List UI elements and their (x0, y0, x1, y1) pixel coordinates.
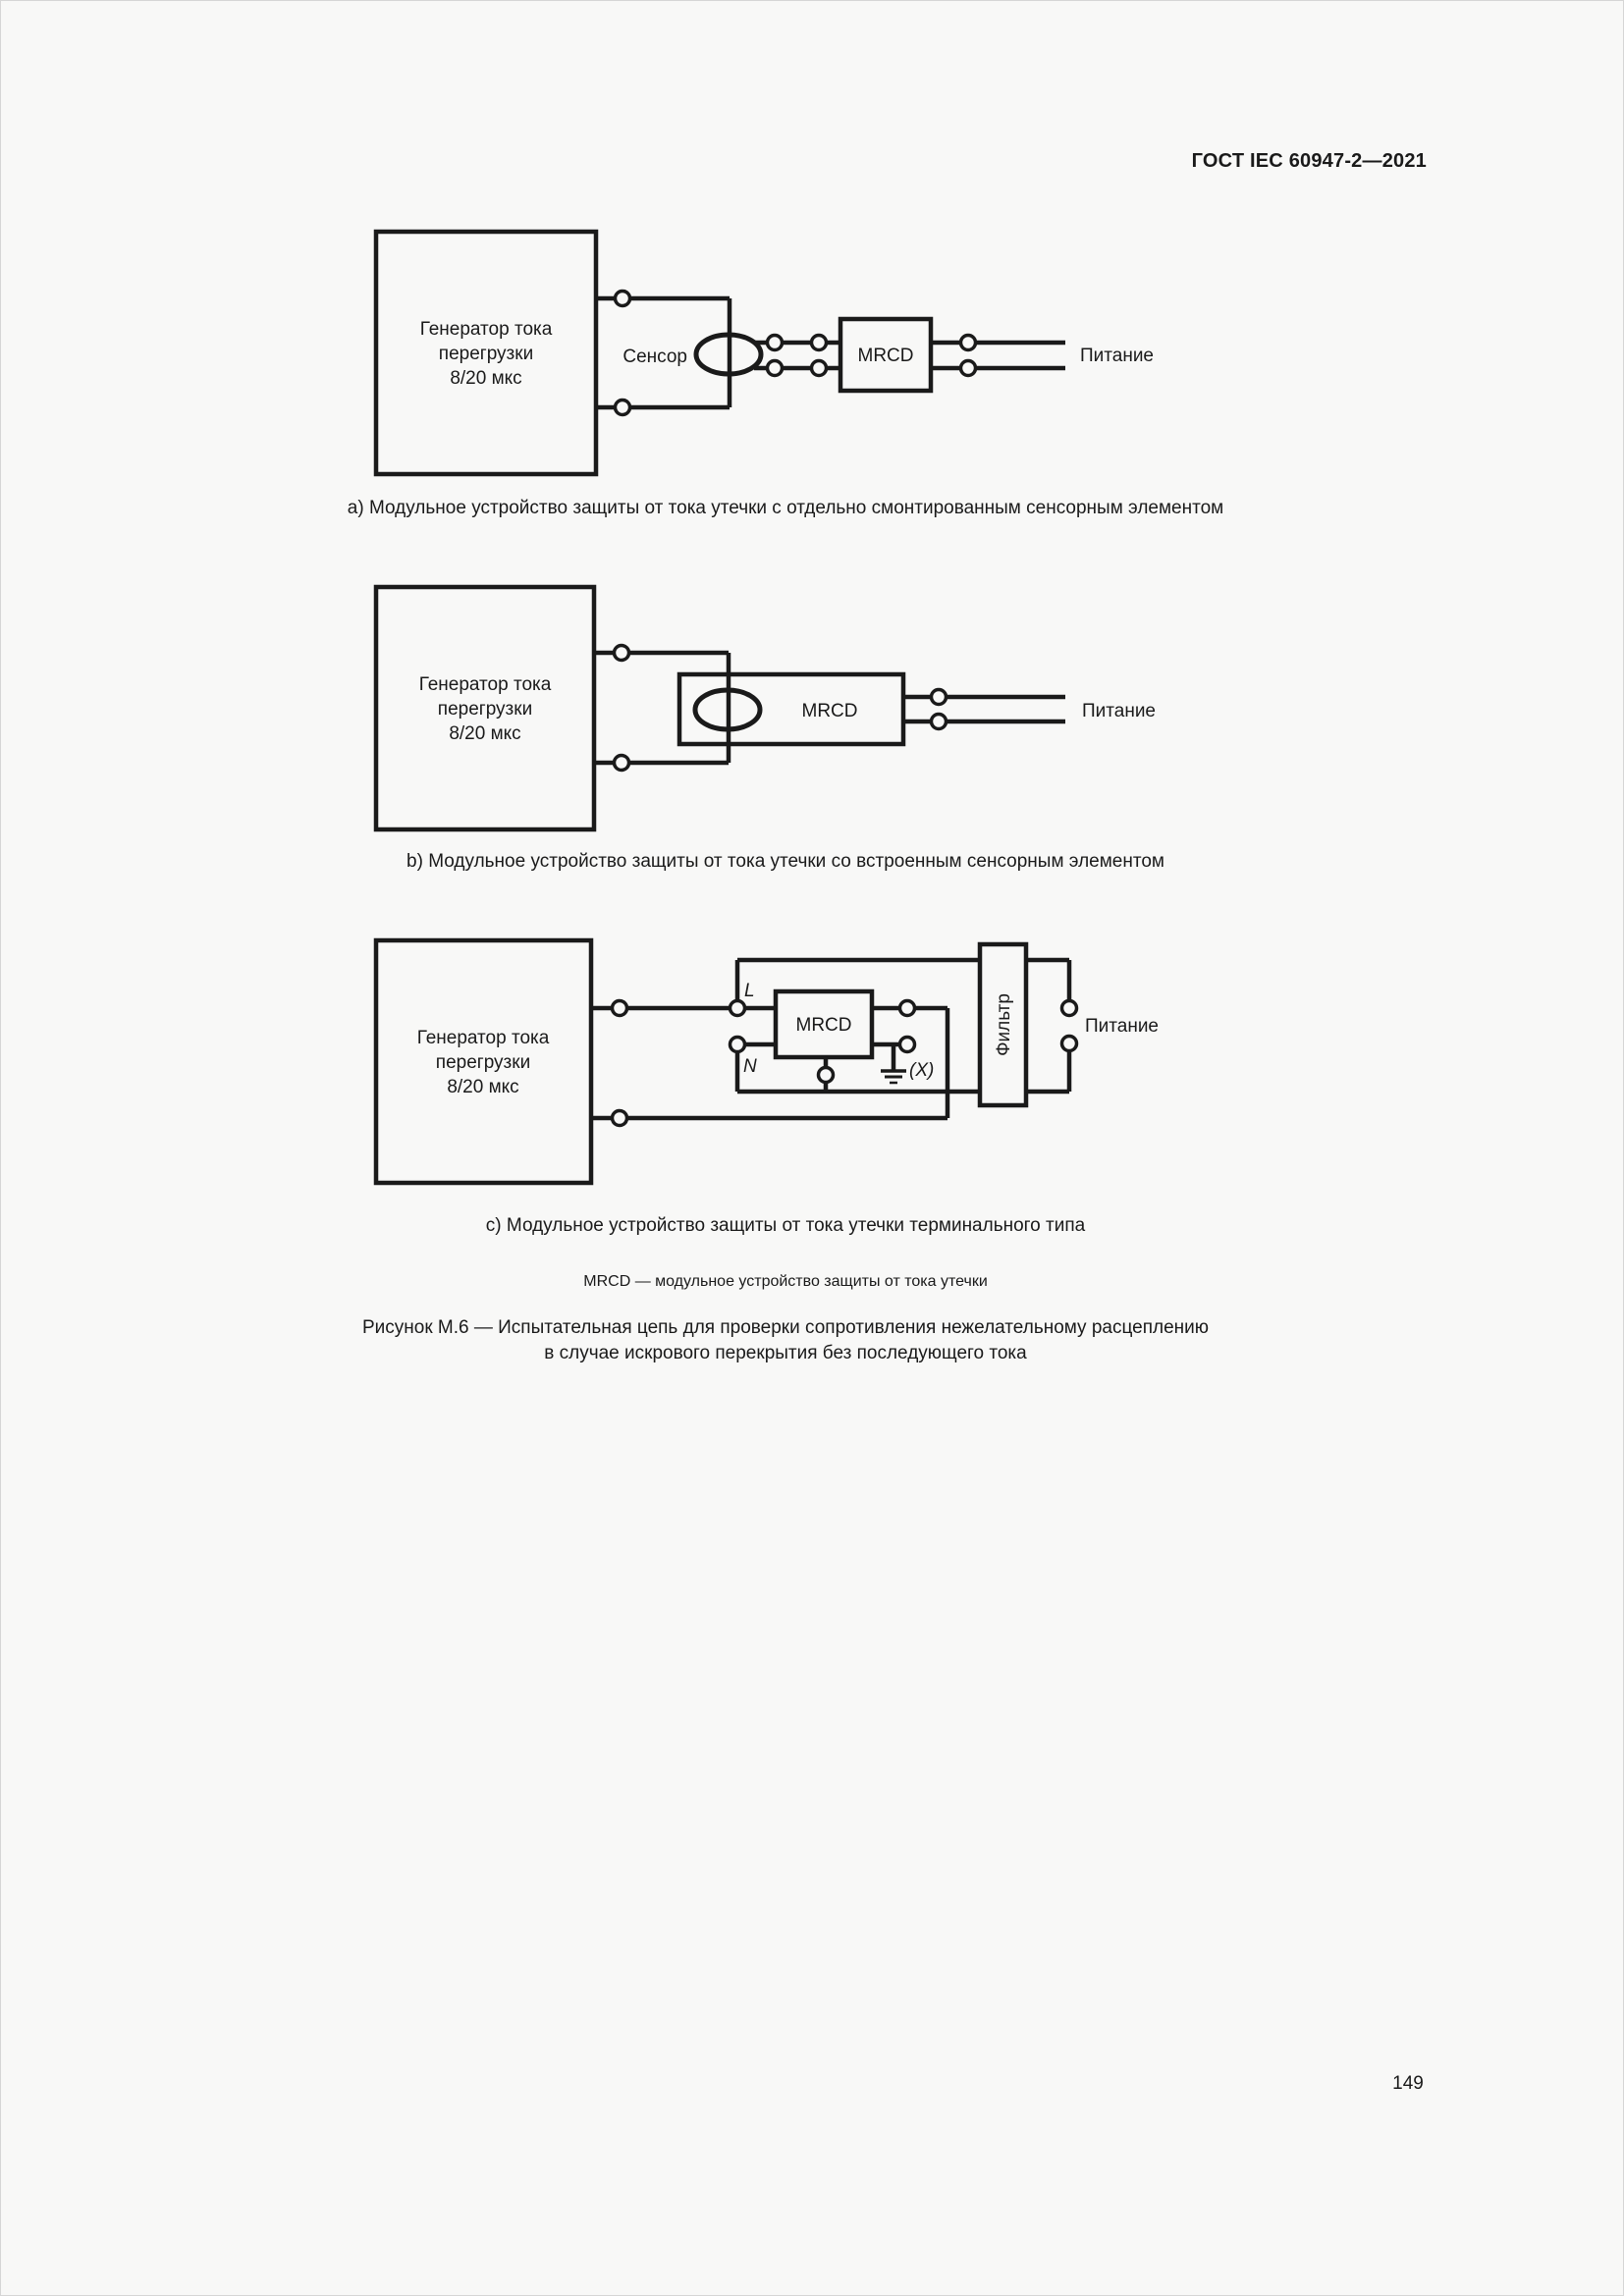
figure-caption-line2: в случае искрового перекрытия без послед… (544, 1343, 1027, 1363)
neutral-terminal-label: N (743, 1056, 757, 1077)
terminals (613, 289, 978, 417)
mrcd-label: MRCD (802, 701, 858, 721)
diagram-b: Генератор тока перегрузки 8/20 мкс MRCD … (373, 584, 1156, 832)
terminal (765, 358, 785, 378)
mrcd-box (838, 316, 934, 394)
generator-label-line1: Генератор тока (420, 319, 553, 340)
terminal (1059, 998, 1079, 1018)
terminal-N (728, 1035, 747, 1054)
filter-box (977, 941, 1029, 1108)
caption-c: c) Модульное устройство защиты от тока у… (485, 1215, 1086, 1236)
generator-box (373, 584, 597, 832)
terminals (612, 643, 948, 773)
wire (596, 295, 1065, 410)
terminal (610, 998, 629, 1018)
figure-caption-line1: Рисунок М.6 — Испытательная цепь для про… (361, 1317, 1210, 1338)
terminal (612, 753, 631, 773)
generator-label-line3: 8/20 мкс (449, 723, 520, 744)
diagram-c: Генератор тока перегрузки 8/20 мкс L N (… (373, 937, 1159, 1186)
terminal-L (728, 998, 747, 1018)
page-header-title: ГОСТ IEC 60947-2—2021 (1191, 150, 1427, 172)
generator-label-line3: 8/20 мкс (447, 1077, 518, 1097)
page-number: 149 (1392, 2073, 1424, 2094)
terminal (929, 712, 948, 731)
generator-label-line1: Генератор тока (417, 1028, 550, 1048)
terminal (613, 289, 632, 308)
mrcd-box (677, 671, 906, 747)
generator-box (373, 229, 599, 477)
generator-label-line2: перегрузки (439, 344, 533, 364)
x-terminal-label: (X) (909, 1060, 934, 1081)
caption-a: a) Модульное устройство защиты от тока у… (347, 498, 1224, 518)
line-terminal-label: L (744, 981, 755, 1001)
terminal (897, 1035, 917, 1054)
terminal (929, 687, 948, 707)
mrcd-box (773, 988, 875, 1060)
terminal (765, 333, 785, 352)
power-label: Питание (1085, 1016, 1159, 1037)
filter-label: Фильтр (994, 993, 1014, 1056)
terminals (610, 998, 1079, 1128)
caption-b: b) Модульное устройство защиты от тока у… (406, 851, 1164, 872)
terminal (897, 998, 917, 1018)
figure-caption: Рисунок М.6 — Испытательная цепь для про… (133, 1315, 1438, 1366)
mrcd-label: MRCD (796, 1015, 852, 1036)
ground-icon (881, 1069, 906, 1085)
terminal (816, 1065, 836, 1085)
sensor-toroid-icon (692, 687, 763, 732)
mrcd-label: MRCD (858, 346, 914, 366)
generator-label-line2: перегрузки (436, 1052, 530, 1073)
wire (594, 650, 1065, 766)
generator-label-line2: перегрузки (438, 699, 532, 720)
diagram-a: Генератор тока перегрузки 8/20 мкс Сенсо… (373, 229, 1154, 477)
terminal (809, 358, 829, 378)
terminal (612, 643, 631, 663)
terminal (958, 333, 978, 352)
terminal (958, 358, 978, 378)
terminal (809, 333, 829, 352)
figure-legend: MRCD — модульное устройство защиты от то… (583, 1273, 988, 1290)
terminal (610, 1108, 629, 1128)
power-label: Питание (1080, 346, 1154, 366)
terminal (613, 398, 632, 417)
power-label: Питание (1082, 701, 1156, 721)
sensor-toroid-icon (693, 332, 764, 377)
generator-box (373, 937, 594, 1186)
terminal (1059, 1034, 1079, 1053)
generator-label-line1: Генератор тока (419, 674, 552, 695)
sensor-label: Сенсор (623, 347, 687, 367)
generator-label-line3: 8/20 мкс (450, 368, 521, 389)
